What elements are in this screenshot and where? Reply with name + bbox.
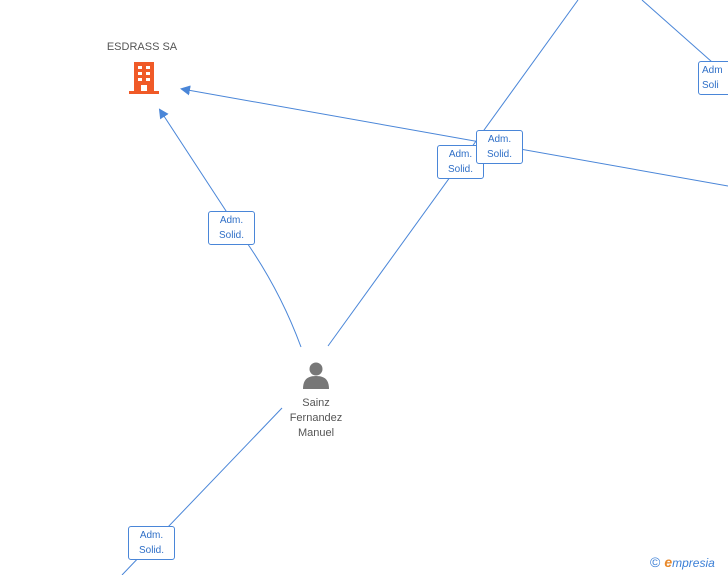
edge-label-line: Adm.	[139, 530, 164, 541]
edge-label-role[interactable]: Adm. Solid.	[128, 526, 175, 560]
edge-label-line: Solid.	[447, 164, 473, 175]
edge-label-line: Adm	[702, 65, 723, 76]
edge-label-role[interactable]: Adm Soli	[698, 61, 728, 95]
edge-label-role[interactable]: Adm. Solid.	[208, 211, 255, 245]
edge-label-line: Adm.	[448, 149, 473, 160]
edge-top-right	[641, 0, 713, 63]
person-name-line: Sainz	[302, 397, 330, 409]
company-name[interactable]: ESDRASS SA	[106, 41, 178, 53]
building-icon[interactable]	[128, 60, 160, 95]
edge-label-line: Adm.	[219, 215, 244, 226]
edge-label-line: Solid.	[138, 545, 164, 556]
person-name-line: Manuel	[297, 427, 335, 439]
edge-label-line: Adm.	[487, 134, 512, 145]
person-icon[interactable]	[302, 361, 330, 389]
edge-label-line: Soli	[702, 80, 719, 91]
copyright-icon: ©	[650, 554, 661, 570]
edge-right-to-company	[180, 85, 728, 187]
edge-label-line: Solid.	[486, 149, 512, 160]
edge-label-line: Solid.	[218, 230, 244, 241]
brand-watermark: © empresia	[650, 554, 715, 570]
brand-name: empresia	[664, 554, 715, 570]
person-name-line: Fernandez	[289, 412, 343, 424]
edge-label-role[interactable]: Adm. Solid.	[476, 130, 523, 164]
person-name[interactable]: Sainz Fernandez Manuel	[266, 396, 366, 441]
